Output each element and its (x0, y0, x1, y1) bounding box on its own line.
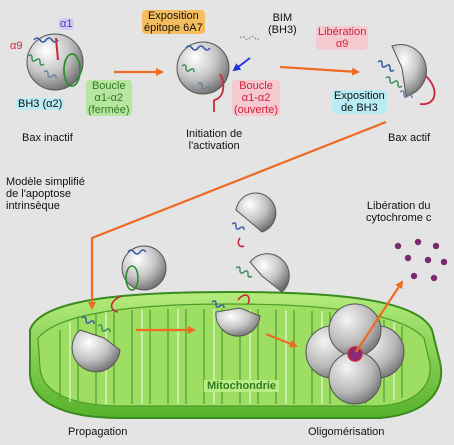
arrow-2 (279, 65, 360, 76)
arrow-diagonal (88, 120, 387, 310)
bax-oligomer-pore (305, 303, 405, 405)
bax-inactive-protein (26, 33, 84, 91)
bax-initiation-protein (176, 35, 261, 112)
label-alpha1: α1 (58, 18, 75, 30)
bax-membrane-protein (71, 316, 121, 373)
label-bim: BIM(BH3) (268, 12, 297, 36)
bax-stack (211, 192, 290, 337)
cytochrome-c-dots (394, 238, 448, 282)
label-mitochondria: Mitochondrie (204, 380, 280, 392)
caption-bax-active: Bax actif (388, 132, 431, 144)
caption-propagation: Propagation (68, 426, 128, 438)
arrow-release (355, 280, 404, 353)
caption-bax-inactive: Bax inactif (22, 132, 73, 144)
arrow-oligomer (265, 332, 298, 348)
label-alpha9: α9 (10, 40, 23, 52)
label-bh3: BH3 (α2) (16, 98, 65, 110)
bax-active-protein (377, 44, 436, 105)
caption-oligomerisation: Oligomérisation (308, 426, 385, 438)
bax-recruited-protein (110, 245, 167, 313)
